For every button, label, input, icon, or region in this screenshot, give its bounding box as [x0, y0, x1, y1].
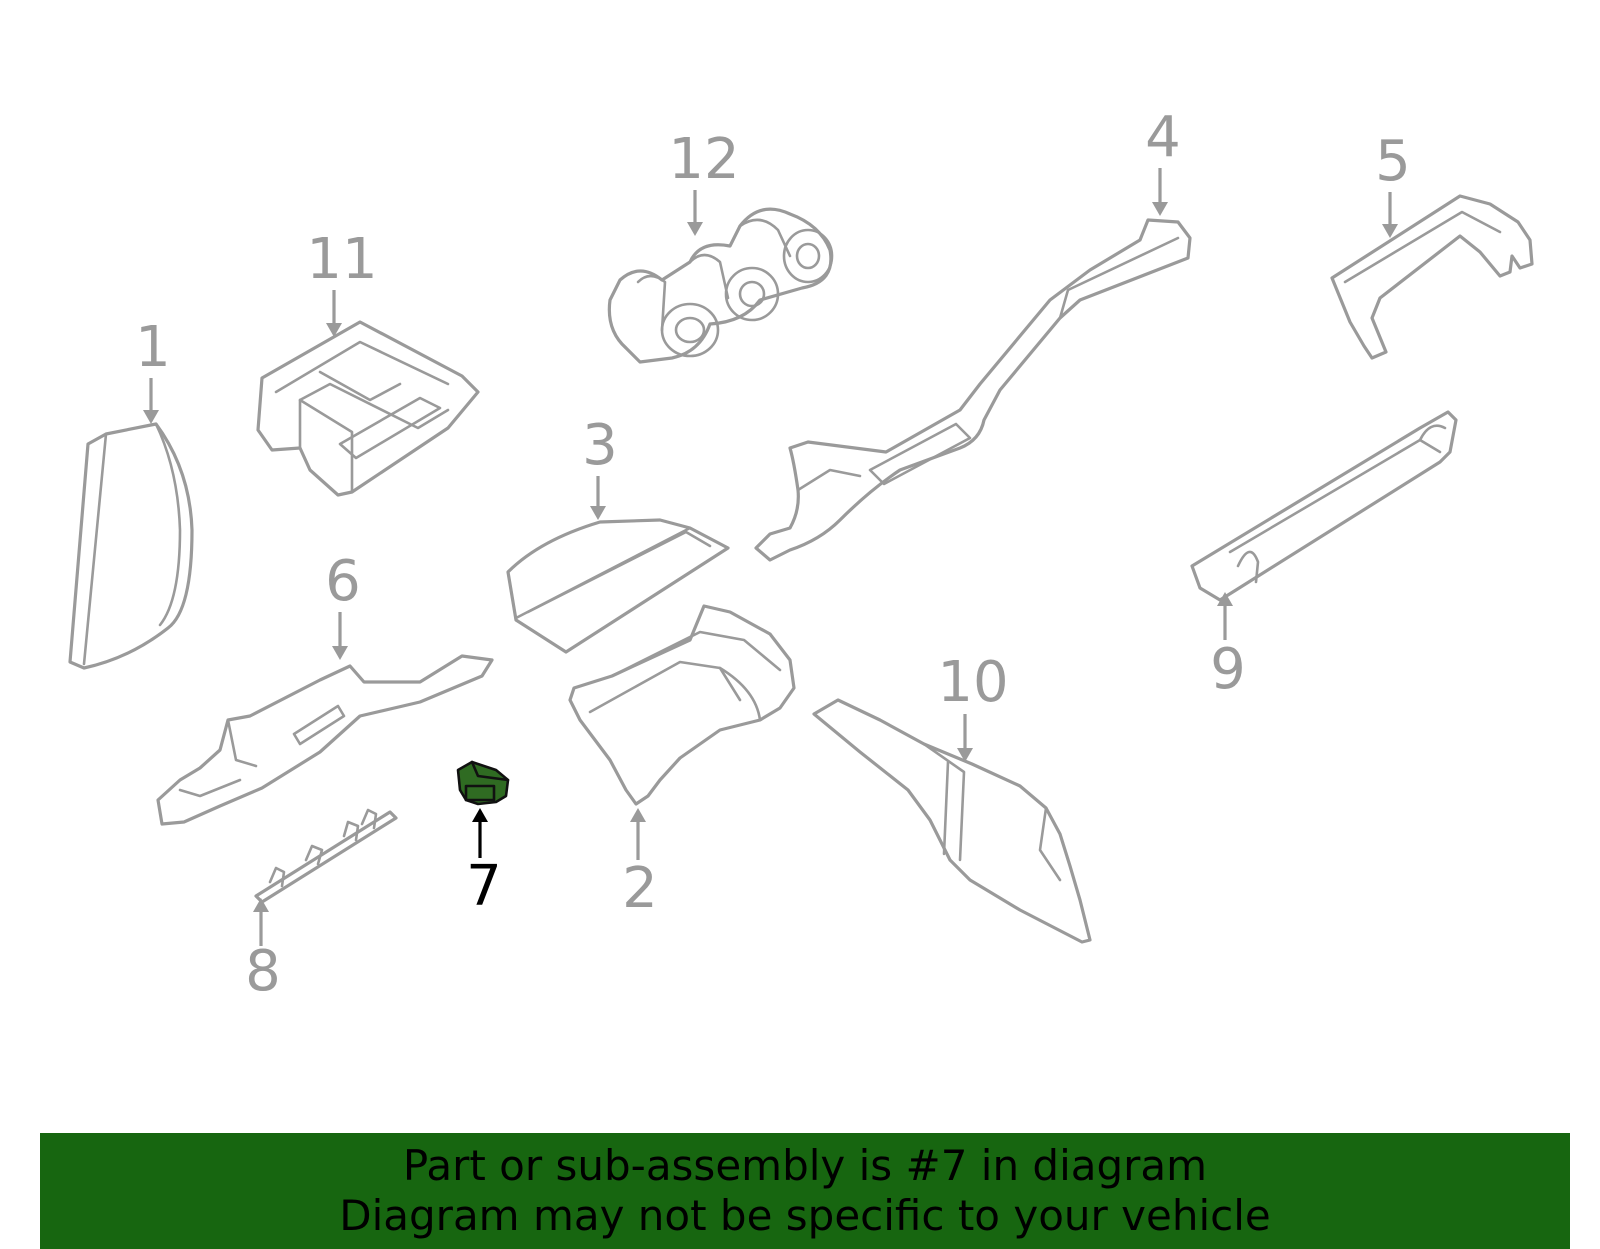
banner-line-part-info: Part or sub-assembly is #7 in diagram [402, 1141, 1208, 1190]
part-12-vent-assembly [607, 207, 834, 364]
part-5-bracket-trim [1330, 194, 1534, 360]
callout-3: 3 [582, 413, 618, 478]
leader-arrowhead-8 [253, 898, 269, 912]
info-banner: Part or sub-assembly is #7 in diagram Di… [40, 1133, 1570, 1249]
leader-arrowhead-5 [1382, 224, 1398, 238]
leader-arrow-6 [332, 612, 348, 660]
leader-arrow-10 [957, 714, 973, 762]
callout-11: 11 [306, 227, 377, 292]
leader-arrowhead-7 [472, 808, 488, 822]
leader-arrowhead-3 [590, 506, 606, 520]
part-9-trim-rail [1190, 410, 1458, 602]
part-1-side-panel [68, 422, 194, 670]
leader-arrow-3 [590, 476, 606, 520]
leader-arrow-12 [687, 190, 703, 236]
leader-arrowhead-4 [1152, 202, 1168, 216]
callout-8: 8 [245, 939, 281, 1004]
leader-arrow-9 [1217, 592, 1233, 640]
callout-12: 12 [668, 127, 739, 192]
part-8-clip-strip [254, 808, 398, 904]
leader-arrowhead-6 [332, 646, 348, 660]
banner-line-disclaimer: Diagram may not be specific to your vehi… [339, 1191, 1271, 1240]
callout-10: 10 [937, 650, 1008, 715]
part-7-clip-highlighted [456, 760, 510, 806]
leader-arrowhead-10 [957, 748, 973, 762]
part-4-upper-dash-trim [754, 218, 1192, 562]
part-11-storage-bin [256, 320, 480, 497]
callout-4: 4 [1145, 105, 1181, 170]
leader-arrow-4 [1152, 168, 1168, 216]
leader-arrow-2 [630, 808, 646, 860]
callout-2: 2 [622, 856, 658, 921]
callout-6: 6 [325, 549, 361, 614]
leader-arrow-11 [326, 290, 342, 337]
callout-5: 5 [1375, 129, 1411, 194]
leader-arrowhead-11 [326, 323, 342, 337]
leader-arrowhead-2 [630, 808, 646, 822]
leader-arrow-1 [143, 378, 159, 424]
callout-9: 9 [1210, 637, 1246, 702]
leader-arrowhead-9 [1217, 592, 1233, 606]
leader-arrowhead-12 [687, 222, 703, 236]
leader-arrow-7 [472, 808, 488, 858]
part-3-panel [506, 518, 730, 654]
callout-7: 7 [466, 854, 502, 919]
leader-arrow-5 [1382, 192, 1398, 238]
part-10-side-trim [812, 698, 1092, 944]
part-6-lower-dash-trim [156, 654, 494, 826]
leader-arrow-8 [253, 898, 269, 946]
part-2-console-housing [568, 604, 796, 806]
leader-arrowhead-1 [143, 410, 159, 424]
callout-1: 1 [135, 315, 171, 380]
